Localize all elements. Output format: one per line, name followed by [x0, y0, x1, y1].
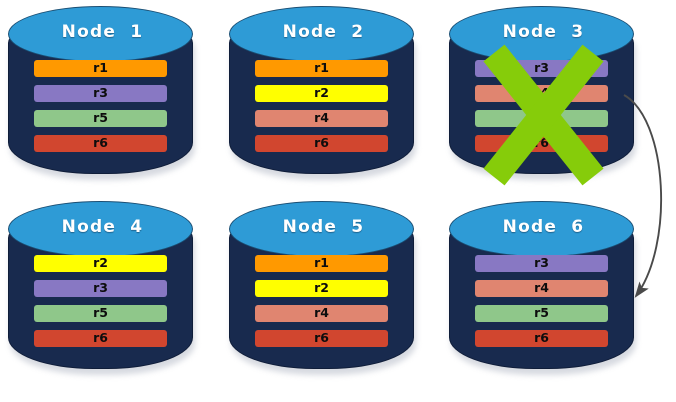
node-2[interactable]: Node 2 r1 r2 r4 r6	[227, 4, 420, 186]
node-2-record-r6[interactable]: r6	[255, 135, 388, 152]
node-5-label: Node 5	[282, 217, 365, 237]
node-1-records: r1 r3 r5 r6	[34, 60, 167, 152]
node-4-record-r6[interactable]: r6	[34, 330, 167, 347]
node-3-record-r5[interactable]: r5	[475, 110, 608, 127]
node-3-record-r4[interactable]: r4	[475, 85, 608, 102]
node-5-record-r2[interactable]: r2	[255, 280, 388, 297]
node-4-record-r2[interactable]: r2	[34, 255, 167, 272]
node-2-record-r4[interactable]: r4	[255, 110, 388, 127]
node-3-label: Node 3	[502, 22, 585, 42]
node-2-label: Node 2	[282, 22, 365, 42]
node-5-record-r1[interactable]: r1	[255, 255, 388, 272]
node-6-record-r6[interactable]: r6	[475, 330, 608, 347]
node-6-record-r5[interactable]: r5	[475, 305, 608, 322]
node-4-records: r2 r3 r5 r6	[34, 255, 167, 347]
node-5-record-r4[interactable]: r4	[255, 305, 388, 322]
node-3-records: r3 r4 r5 r6	[475, 60, 608, 152]
node-6-record-r4[interactable]: r4	[475, 280, 608, 297]
node-4-label: Node 4	[61, 217, 144, 237]
node-4[interactable]: Node 4 r2 r3 r5 r6	[6, 199, 199, 381]
node-5-records: r1 r2 r4 r6	[255, 255, 388, 347]
node-6[interactable]: Node 6 r3 r4 r5 r6	[447, 199, 640, 381]
node-3[interactable]: Node 3 r3 r4 r5 r6	[447, 4, 640, 186]
node-3-record-r6[interactable]: r6	[475, 135, 608, 152]
node-6-records: r3 r4 r5 r6	[475, 255, 608, 347]
node-1-record-r5[interactable]: r5	[34, 110, 167, 127]
node-2-record-r2[interactable]: r2	[255, 85, 388, 102]
node-5[interactable]: Node 5 r1 r2 r4 r6	[227, 199, 420, 381]
node-4-record-r5[interactable]: r5	[34, 305, 167, 322]
node-6-label: Node 6	[502, 217, 585, 237]
node-4-record-r3[interactable]: r3	[34, 280, 167, 297]
node-2-records: r1 r2 r4 r6	[255, 60, 388, 152]
node-4-cylinder-top	[8, 201, 193, 257]
node-3-record-r3[interactable]: r3	[475, 60, 608, 77]
node-1-record-r3[interactable]: r3	[34, 85, 167, 102]
node-5-record-r6[interactable]: r6	[255, 330, 388, 347]
node-2-record-r1[interactable]: r1	[255, 60, 388, 77]
node-1-record-r1[interactable]: r1	[34, 60, 167, 77]
node-1[interactable]: Node 1 r1 r3 r5 r6	[6, 4, 199, 186]
node-6-record-r3[interactable]: r3	[475, 255, 608, 272]
node-1-label: Node 1	[61, 22, 144, 42]
node-1-record-r6[interactable]: r6	[34, 135, 167, 152]
node-2-cylinder-top	[229, 6, 414, 62]
